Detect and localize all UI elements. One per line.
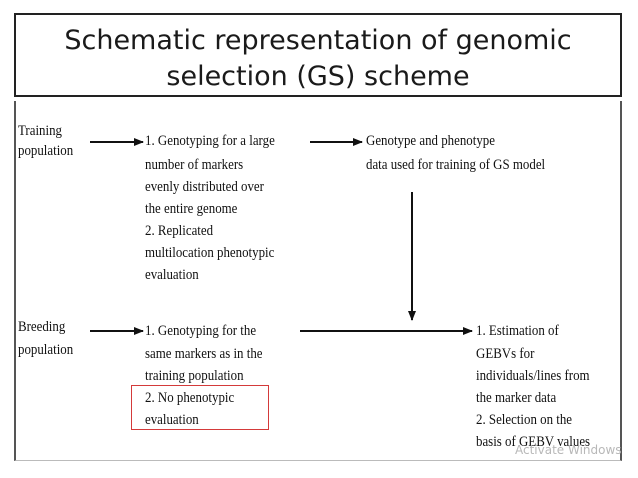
breeding-output-line: GEBVs for xyxy=(476,346,535,362)
training-output-line: data used for training of GS model xyxy=(366,157,546,173)
breeding-output-line: 1. Estimation of xyxy=(476,323,559,339)
title-line-2: selection (GS) scheme xyxy=(166,61,470,92)
breeding-label-1: Breeding xyxy=(18,319,66,335)
training-label-1: Training xyxy=(18,123,62,139)
breeding-highlight-line: 2. No phenotypic xyxy=(145,390,235,406)
activate-windows-watermark: Activate Windows xyxy=(515,443,622,457)
breeding-output-line: basis of GEBV values xyxy=(476,434,591,450)
breeding-output-line: the marker data xyxy=(476,390,557,406)
breeding-output-line: individuals/lines from xyxy=(476,368,590,384)
training-step-line: evenly distributed over xyxy=(145,179,264,195)
breeding-label-2: population xyxy=(18,342,74,358)
training-step-line: 2. Replicated xyxy=(145,223,214,239)
breeding-highlight-line: evaluation xyxy=(145,412,199,428)
training-output-line: Genotype and phenotype xyxy=(366,133,495,149)
breeding-output-line: 2. Selection on the xyxy=(476,412,573,428)
diagram-frame xyxy=(14,101,622,461)
breeding-step-line: 1. Genotyping for the xyxy=(145,323,257,339)
training-step-line: 1. Genotyping for a large xyxy=(145,133,275,149)
training-step-line: the entire genome xyxy=(145,201,238,217)
no-phenotypic-highlight-box xyxy=(131,385,269,430)
slide-title: Schematic representation of genomic sele… xyxy=(14,13,622,97)
breeding-step-line: same markers as in the xyxy=(145,346,263,362)
training-step-line: multilocation phenotypic xyxy=(145,245,275,261)
breeding-step-line: training population xyxy=(145,368,244,384)
title-line-1: Schematic representation of genomic xyxy=(64,25,572,56)
training-step-line: number of markers xyxy=(145,157,244,173)
training-label-2: population xyxy=(18,143,74,159)
training-step-line: evaluation xyxy=(145,267,199,283)
